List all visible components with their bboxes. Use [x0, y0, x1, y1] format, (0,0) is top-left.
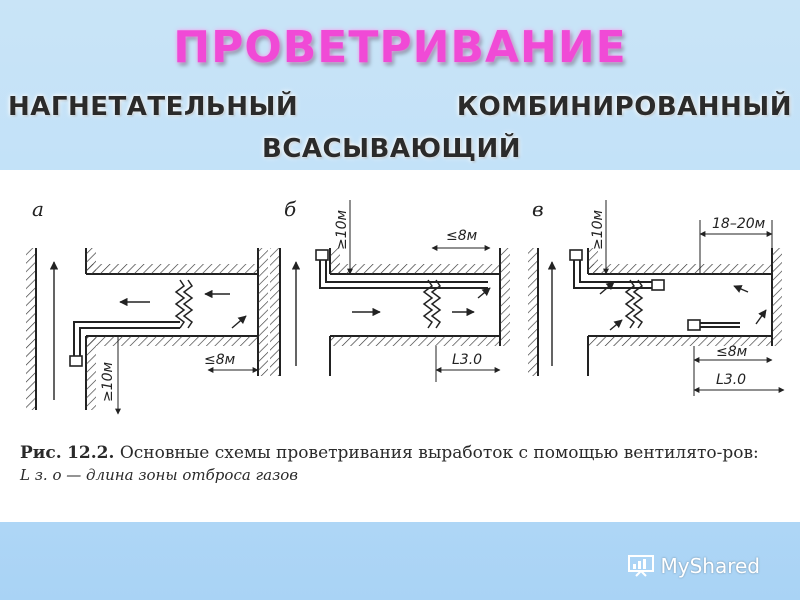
panel-b: б ≥10м [270, 197, 510, 382]
panel-a-distance-label: ≥10м [100, 361, 116, 402]
figure-caption: Рис. 12.2. Основные схемы проветривания … [20, 442, 790, 486]
ventilation-diagram: а [26, 197, 785, 415]
panel-v: в [528, 197, 785, 396]
panel-v-label: в [532, 197, 544, 221]
panel-v-zone-label: ≤8м [716, 344, 748, 360]
caption-number: 12.2. [67, 443, 115, 463]
panel-v-span-label: 18–20м [712, 216, 766, 232]
ventilation-figure: а [0, 170, 800, 522]
panel-b-distance-label: ≥10м [334, 209, 350, 250]
heading-combined: КОМБИНИРОВАННЫЙ [456, 92, 792, 122]
panel-v-length-label: L3.0 [716, 372, 746, 388]
heading-forcing: НАГНЕТАТЕЛЬНЫЙ [8, 92, 299, 122]
slide-title: ПРОВЕТРИВАНИЕ [173, 22, 627, 73]
heading-exhaust: ВСАСЫВАЮЩИЙ [262, 134, 521, 164]
panel-a-label: а [32, 197, 44, 221]
panel-b-label: б [284, 197, 297, 221]
watermark[interactable]: MyShared [628, 554, 760, 578]
presentation-board-icon [628, 555, 655, 577]
panel-v-distance-label: ≥10м [590, 209, 606, 250]
caption-text: Основные схемы проветривания выработок с… [119, 443, 759, 463]
panel-a-zone-label: ≤8м [204, 352, 236, 368]
panel-b-zone-label: ≤8м [446, 228, 478, 244]
caption-line: Рис. 12.2. Основные схемы проветривания … [20, 442, 790, 464]
panel-a: а [26, 197, 268, 415]
caption-prefix: Рис. [20, 443, 62, 463]
caption-legend: L з. о — длина зоны отброса газов [20, 466, 299, 484]
watermark-text: MyShared [660, 554, 760, 578]
panel-b-length-label: L3.0 [452, 352, 482, 368]
